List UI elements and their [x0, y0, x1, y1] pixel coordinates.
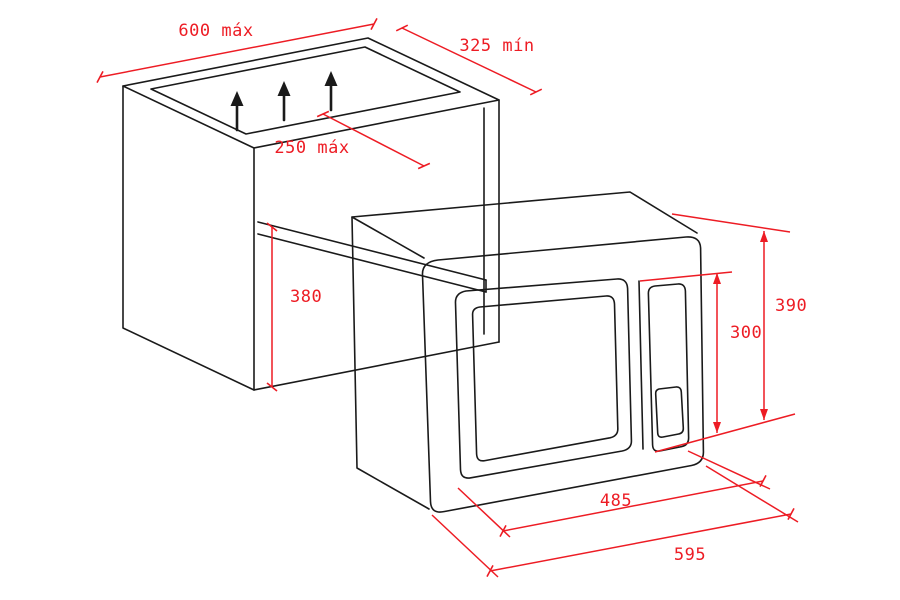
oven-control-panel	[647, 283, 690, 452]
dimension-lines	[96, 17, 799, 578]
oven-panel-divider	[638, 280, 644, 450]
ext-line-body-width-left	[457, 487, 511, 538]
microwave-drawing	[351, 191, 705, 513]
cabinet-shelf-top-edge	[257, 221, 487, 281]
label-vent-depth: 250 máx	[274, 138, 349, 158]
label-oven-body-width: 485	[600, 491, 632, 511]
label-cabinet-depth: 325 mín	[459, 36, 534, 56]
oven-front-face	[421, 236, 705, 513]
label-door-height: 300	[730, 323, 762, 343]
label-oven-width: 595	[674, 545, 706, 565]
oven-door-window	[471, 295, 619, 462]
oven-control-pad	[654, 386, 685, 438]
oven-top-face	[351, 191, 698, 259]
cabinet-left-panel	[122, 85, 255, 391]
cabinet-drawing	[122, 37, 500, 391]
ext-line-bottom-right	[654, 413, 796, 453]
vent-arrow-icon	[277, 81, 291, 122]
label-niche-height: 380	[290, 287, 322, 307]
label-cabinet-width: 600 máx	[178, 21, 253, 41]
dim-line-oven-width	[486, 507, 795, 578]
ext-line-oven-width-left	[431, 514, 499, 578]
cabinet-bottom-edge	[253, 341, 500, 391]
dim-line-cabinet-width	[96, 17, 378, 84]
oven-left-face	[351, 216, 430, 510]
ext-line-oven-width-right	[705, 465, 799, 523]
ext-line-oven-height-top	[671, 213, 791, 233]
dim-line-cabinet-depth	[395, 24, 543, 96]
ext-line-body-width-right	[687, 450, 771, 490]
dim-line-oven-body-width	[499, 474, 767, 538]
cabinet-top-face	[122, 37, 500, 149]
oven-door	[454, 278, 633, 479]
cabinet-shelf-bottom-edge	[257, 233, 487, 293]
vent-arrow-icon	[324, 71, 338, 112]
ext-line-door-height-top	[639, 271, 733, 282]
vent-arrows	[230, 71, 338, 132]
dimension-labels: 600 máx 325 mín 250 máx 380 300 390 485 …	[178, 21, 807, 565]
vent-arrow-icon	[230, 91, 244, 132]
dim-line-vent-depth	[316, 110, 431, 170]
label-oven-height: 390	[775, 296, 807, 316]
